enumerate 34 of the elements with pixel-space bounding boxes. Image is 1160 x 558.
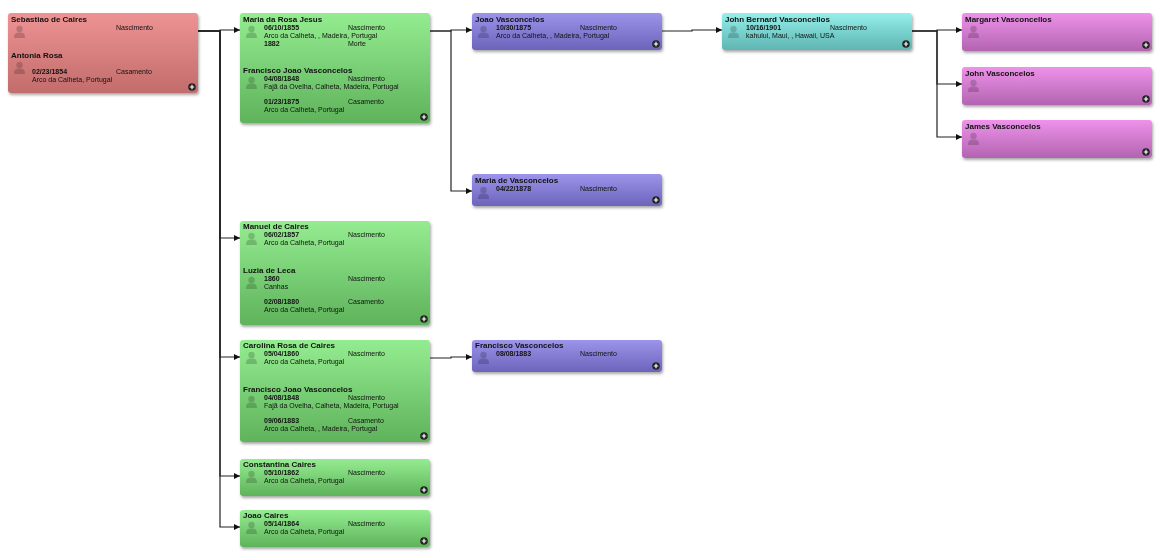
person-card <box>240 13 430 123</box>
person-card <box>722 13 912 50</box>
person-card <box>962 120 1152 158</box>
person-name: Francisco Vasconcelos <box>475 342 564 350</box>
person-name: John Vasconcelos <box>965 70 1035 78</box>
person-name: Maria da Rosa Jesus <box>243 16 323 24</box>
person-name: Francisco Joao Vasconcelos <box>243 386 353 394</box>
connector-arrow <box>661 27 723 33</box>
person-name: James Vasconcelos <box>965 123 1041 131</box>
person-name: Constantina Caires <box>243 461 316 469</box>
person-name: Manuel de Caires <box>243 223 309 231</box>
person-name: Maria de Vasconcelos <box>475 177 559 185</box>
person-card <box>472 340 662 372</box>
person-card <box>240 510 430 547</box>
person-card <box>962 67 1152 105</box>
person-name: Joao Caires <box>243 512 289 520</box>
connector-arrow <box>429 30 473 194</box>
connector-arrow <box>429 354 473 360</box>
person-name: Carolina Rosa de Caires <box>243 342 336 350</box>
person-name: Luzia de Leca <box>243 267 296 275</box>
person-name: Antonia Rosa <box>11 52 63 60</box>
person-name: Francisco Joao Vasconcelos <box>243 67 353 75</box>
person-name: Margaret Vasconcellos <box>965 16 1052 24</box>
person-card <box>472 174 662 206</box>
person-card <box>240 340 430 442</box>
person-card <box>472 13 662 50</box>
person-card <box>8 13 198 93</box>
person-card <box>962 13 1152 51</box>
person-name: John Bernard Vasconcellos <box>725 16 830 24</box>
connector-arrow <box>911 30 963 140</box>
person-name: Joao Vasconcelos <box>475 16 545 24</box>
person-name: Sebastiao de Caires <box>11 16 88 24</box>
person-card <box>240 459 430 496</box>
person-card <box>240 221 430 325</box>
